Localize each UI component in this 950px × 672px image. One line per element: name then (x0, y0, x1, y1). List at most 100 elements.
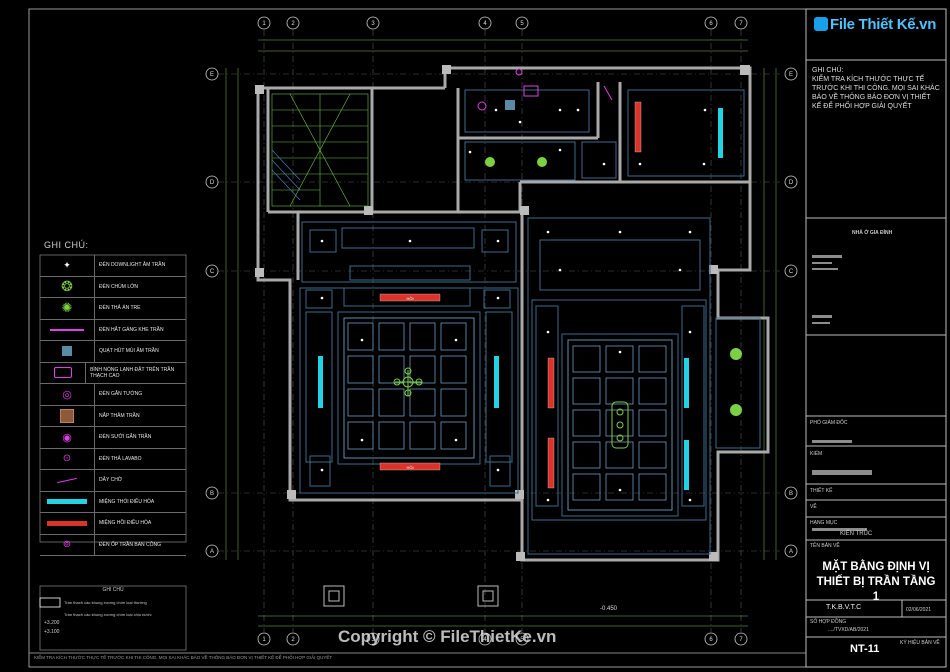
downlight-icon (688, 230, 692, 234)
level-legend-item: +3.100 (44, 629, 60, 635)
downlight-icon (602, 162, 606, 166)
coffer-cell (347, 355, 374, 384)
legend-row: ✺ĐÈN THẢ ÁN TRE (40, 298, 186, 320)
legend-row: ✦ ĐÈN DOWNLIGHT ÂM TRẦN (40, 255, 186, 277)
downlight-icon (320, 296, 324, 300)
vent-label: HỒI (406, 465, 413, 470)
grid-col-label: 1 (262, 21, 266, 27)
right-coffer-grid (572, 345, 667, 501)
walls (256, 66, 770, 562)
downlight-icon (496, 239, 500, 243)
legend-label: ĐÈN CHÙM LỚN (99, 283, 139, 290)
dimension-lines (225, 39, 777, 627)
logo-icon (814, 17, 828, 31)
legend-label: ĐÈN THẢ LAVABO (99, 455, 142, 462)
downlight-icon (618, 230, 622, 234)
legend-row: QUẠT HÚT MÙI ÂM TRẦN (40, 341, 186, 363)
secondary-legend-item: Trần thạch cao khung xương chìm loại chị… (64, 612, 152, 617)
stair-blue-lines (271, 149, 301, 201)
coffer-cell (638, 409, 667, 437)
downlight-icon (618, 488, 622, 492)
pendant-lamp-icon: ✺ (40, 298, 95, 319)
coffer-cell (378, 355, 405, 384)
downlight-icon (703, 108, 707, 112)
legend-row: NẮP THĂM TRẦN (40, 405, 186, 427)
downlight-icon (688, 330, 692, 334)
wc-ceiling (464, 89, 745, 181)
coffer-cell (638, 473, 667, 501)
downlight-icon: ✦ (40, 255, 95, 276)
legend-title: GHI CHÚ: (44, 240, 89, 250)
legend-label: ĐÈN DOWNLIGHT ÂM TRẦN (99, 262, 166, 269)
exhaust-fan-icon (40, 341, 95, 362)
legend-label: DÂY CHỜ (99, 477, 123, 484)
coffer-cell (638, 377, 667, 405)
coffer-cell (378, 421, 405, 450)
logo-text: File Thiết Kế.vn (830, 16, 937, 33)
grid-col-label: 6 (709, 637, 713, 643)
coffer-cell (572, 345, 601, 373)
grid-col-label: 3 (371, 21, 375, 27)
coffer-cell (347, 421, 374, 450)
coffer-cell (605, 473, 634, 501)
vent-label: HỒI (406, 296, 413, 301)
legend-table: ✦ĐÈN DOWNLIGHT ÂM TRẦN❂ĐÈN CHÙM LỚN✺ĐÈN … (40, 255, 186, 556)
grid-col-label: 4 (483, 637, 487, 643)
coffer-cell (440, 388, 467, 417)
coffer-cell (347, 322, 374, 351)
grid-col-label: 2 (291, 637, 295, 643)
magenta-fixtures (477, 68, 613, 111)
footer-note: KIỂM TRA KÍCH THƯỚC THỰC TẾ TRƯỚC KHI TH… (34, 655, 333, 660)
balcony-lamp-icon: ⊚ (40, 534, 95, 555)
sheet-number: NT-11 (850, 643, 880, 655)
lavabo-lamp-icon: ⊙ (40, 448, 95, 469)
stage: T.K.B.V.T.C (826, 604, 862, 611)
sheet-label: KÝ HIỆU BẢN VẼ (900, 640, 940, 646)
grid-row-label: D (210, 180, 215, 186)
coffer-cell (572, 473, 601, 501)
chandelier-left (393, 367, 423, 397)
coffer-cell (440, 421, 467, 450)
downlight-icon (576, 108, 580, 112)
downlight-icon (408, 239, 412, 243)
legend-label: ĐÈN ỐP TRẦN BAN CÔNG (99, 541, 162, 548)
dining-ceiling (301, 221, 517, 307)
grid-bubbles (205, 16, 798, 646)
living-room-ceiling (299, 287, 519, 494)
level-mark: -0.450 (600, 606, 618, 612)
legend-label: ĐÈN SƯỞI GẮN TRẦN (99, 434, 152, 441)
downlight-icon (702, 162, 706, 166)
downlight-icon (558, 108, 562, 112)
legend-row: DÂY CHỜ (40, 470, 186, 492)
downlight-icon (558, 268, 562, 272)
exhaust-fan (505, 100, 515, 110)
legend-row: ❂ĐÈN CHÙM LỚN (40, 276, 186, 298)
draw-label: VẼ (810, 504, 817, 510)
living-coffer-grid (347, 322, 467, 450)
ceiling-hatch-icon (40, 405, 95, 426)
downlight-icon (496, 468, 500, 472)
return-vent-icon (40, 513, 95, 534)
coffer-cell (605, 345, 634, 373)
coffer-cell (409, 355, 436, 384)
downlight-icon (638, 162, 642, 166)
coffer-cell (440, 322, 467, 351)
coffer-cell (409, 421, 436, 450)
grid-lines (218, 30, 780, 632)
level-legend-item: +3.200 (44, 620, 60, 626)
coffer-cell (572, 441, 601, 469)
heater-lamp-icon: ◉ (40, 427, 95, 448)
wall-lamp-icon: ◎ (40, 384, 95, 405)
downlight-icon (518, 120, 522, 124)
coffer-cell (378, 322, 405, 351)
copyright-watermark: Copyright © FileThietKe.vn (338, 627, 557, 646)
pendant-lamps (485, 157, 742, 416)
coffer-cell (378, 388, 405, 417)
grid-row-label: B (210, 491, 214, 497)
grid-row-label: D (789, 180, 794, 186)
legend-label: NẮP THĂM TRẦN (99, 412, 140, 419)
category-value: KIẾN TRÚC (840, 531, 873, 537)
grid-row-label: C (210, 269, 215, 275)
coffer-cell (638, 345, 667, 373)
